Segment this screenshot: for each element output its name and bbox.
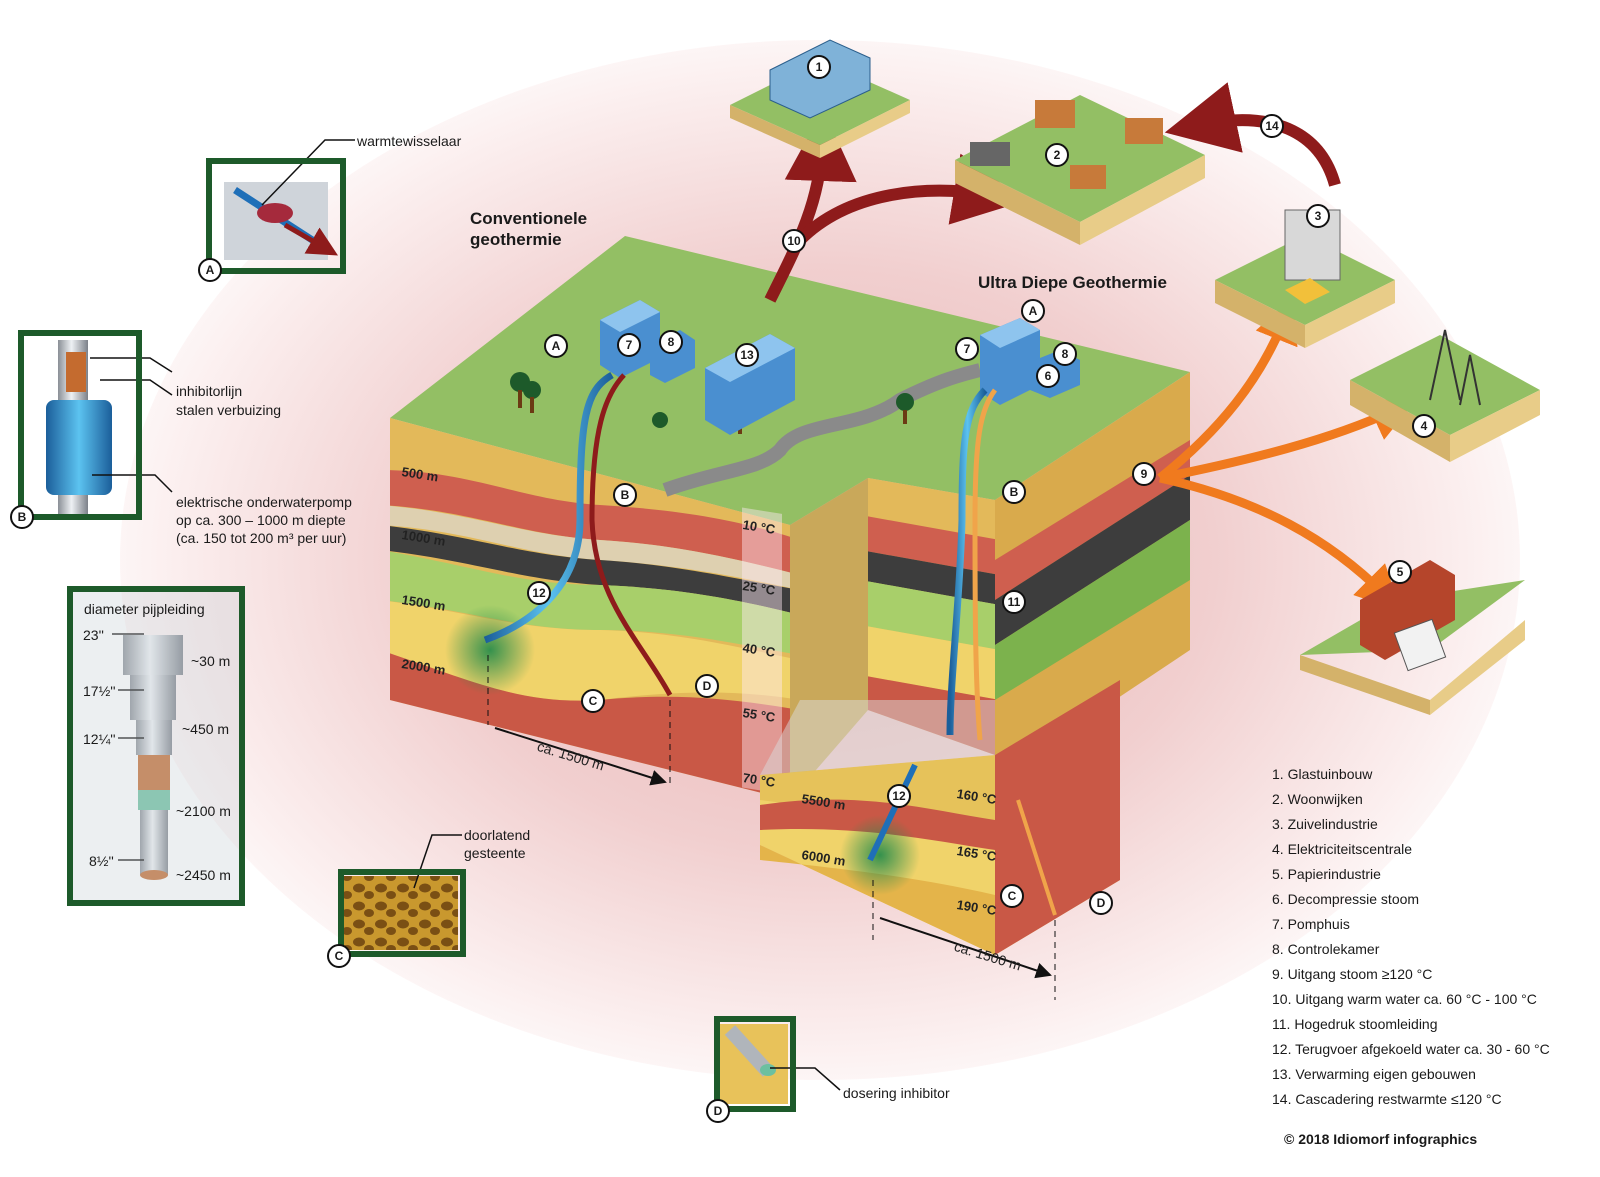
legend-item: 6. Decompressie stoom [1272,891,1420,907]
badge-a-inset: A [198,258,222,282]
badge-d-conventional: D [695,674,719,698]
inset-c-frame [338,869,466,957]
badge-12-conventional: 12 [527,581,551,605]
deep-steam-well [972,388,998,741]
legend-item: 10. Uitgang warm water ca. 60 °C - 100 °… [1272,991,1537,1007]
legend-item: 5. Papierindustrie [1272,866,1381,882]
power-plant-tile [1350,329,1540,462]
inset-d-frame [714,1016,796,1112]
porous-rock-texture [344,876,458,950]
badge-7-deep: 7 [955,337,979,361]
badge-11: 11 [1002,590,1026,614]
copyright: © 2018 Idiomorf infographics [1284,1131,1478,1147]
steel-casing-label: stalen verbuizing [176,402,282,418]
pipe-depth-4: ~2450 m [176,867,231,883]
inset-b-graphic [46,340,112,515]
steam-arrows-9 [1157,297,1298,482]
legend-item: 1. Glastuinbouw [1272,766,1373,782]
badge-8-deep: 8 [1053,342,1077,366]
badge-12-deep: 12 [887,784,911,808]
badge-a-deep: A [1021,299,1045,323]
conventional-heading: Conventionele geothermie [470,209,588,249]
badge-3: 3 [1306,204,1330,228]
greenhouse-tile [730,39,910,158]
pipe-diameter-3: 12¼'' [83,731,116,747]
pipe-depth-2: ~450 m [182,721,230,737]
badge-c-inset: C [327,944,351,968]
pump-label-line3: (ca. 150 tot 200 m³ per uur) [176,530,347,546]
badge-d-deep: D [1089,891,1113,915]
leader-lines [90,139,841,1091]
legend-item: 13. Verwarming eigen gebouwen [1272,1066,1476,1082]
badge-14: 14 [1260,114,1284,138]
cascade-arrow-14 [1164,82,1341,187]
badge-6: 6 [1036,364,1060,388]
deep-cold-well [946,387,988,736]
pipe-diameter-4: 8½'' [89,853,114,869]
pipe-diameter-2: 17½'' [83,683,116,699]
road [662,363,982,497]
badge-c-conventional: C [581,689,605,713]
housing-tile [955,95,1205,245]
badge-2: 2 [1045,143,1069,167]
badge-1: 1 [807,55,831,79]
badge-b-inset: B [10,505,34,529]
inset-d-graphic [720,1024,788,1104]
badge-b-deep: B [1002,480,1026,504]
legend-item: 4. Elektriciteitscentrale [1272,841,1413,857]
badge-c-deep: C [1000,884,1024,908]
inset-a-graphic [224,182,339,260]
badge-13: 13 [735,343,759,367]
pump-label-line2: op ca. 300 – 1000 m diepte [176,512,346,528]
inset-b-frame [18,330,142,520]
permeable-rock-label: doorlatend gesteente [464,827,531,861]
pipe-depth-3: ~2100 m [176,803,231,819]
inset-pipe-graphic [123,635,183,880]
badge-8-conventional: 8 [659,330,683,354]
hot-production-well [589,373,673,697]
inset-a-frame [206,158,346,274]
dairy-tile [1215,209,1395,348]
legend-item: 3. Zuivelindustrie [1272,816,1378,832]
warm-water-arrow-10 [764,109,857,303]
legend-item: 9. Uitgang stoom ≥120 °C [1272,966,1433,982]
legend-item: 7. Pomphuis [1272,916,1350,932]
distance-marker-conventional [487,655,671,786]
paper-industry-tile [1300,560,1525,715]
distance-marker-deep [872,880,1056,1000]
badge-a-conventional: A [544,334,568,358]
inhibitor-dosing-label: dosering inhibitor [843,1085,950,1101]
badge-7-conventional: 7 [617,333,641,357]
legend-item: 2. Woonwijken [1272,791,1363,807]
ultra-deep-heading: Ultra Diepe Geothermie [978,273,1167,292]
badge-5: 5 [1388,560,1412,584]
pump-label-line1: elektrische onderwaterpomp [176,494,352,510]
pipe-diameter-title: diameter pijpleiding [84,601,205,617]
cold-injection-well [483,371,614,644]
pipe-depth-1: ~30 m [191,653,231,669]
pipe-diameter-1: 23'' [83,627,104,643]
legend-item: 11. Hogedruk stoomleiding [1272,1016,1438,1032]
legend: 1. Glastuinbouw 2. Woonwijken 3. Zuiveli… [1272,762,1550,1112]
badge-b-conventional: B [613,483,637,507]
legend-item: 14. Cascadering restwarmte ≤120 °C [1272,1091,1502,1107]
badge-d-inset: D [706,1099,730,1123]
inset-pipe-frame [67,586,245,906]
heat-exchanger-label: warmtewisselaar [357,133,462,149]
badge-9: 9 [1132,462,1156,486]
inhibitor-line-label: inhibitorlijn [176,383,243,399]
badge-10: 10 [782,229,806,253]
badge-4: 4 [1412,414,1436,438]
legend-item: 8. Controlekamer [1272,941,1380,957]
legend-item: 12. Terugvoer afgekoeld water ca. 30 - 6… [1272,1041,1550,1057]
